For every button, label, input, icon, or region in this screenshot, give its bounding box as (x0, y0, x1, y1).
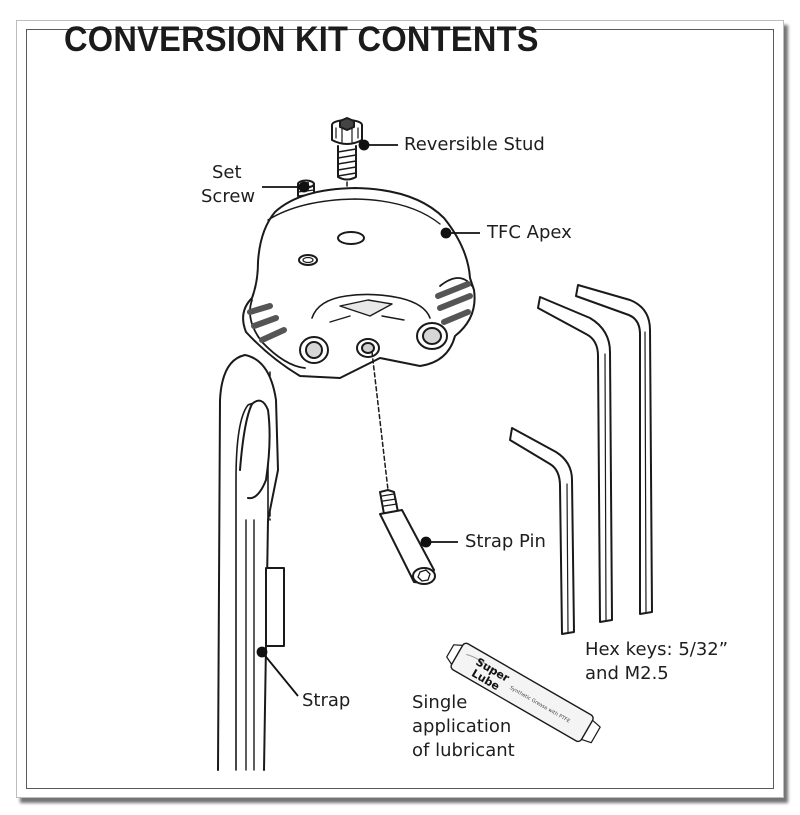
label-set-screw-line1: Set (212, 162, 242, 183)
label-reversible-stud: Reversible Stud (404, 134, 545, 155)
leader-strap (256, 646, 299, 697)
diagram-frame (26, 29, 774, 789)
label-strap: Strap (302, 690, 351, 711)
label-tfc-apex: TFC Apex (487, 222, 572, 243)
strap (217, 354, 285, 771)
diagram-card (16, 20, 784, 798)
label-hex-keys-line1: Hex keys: 5/32” (585, 639, 729, 660)
label-strap-pin: Strap Pin (465, 531, 546, 552)
diagram-title: CONVERSION KIT CONTENTS (64, 20, 539, 59)
strap-pin (379, 489, 436, 585)
leader-tfc-apex (440, 227, 480, 239)
hex-keys (509, 284, 653, 635)
label-lubricant-line1: Single (412, 692, 468, 713)
lubricant-packet (446, 642, 601, 744)
leader-set-screw (262, 181, 310, 193)
leader-strap-pin (420, 536, 458, 548)
tfc-apex (242, 187, 476, 379)
label-lubricant-line2: application (412, 716, 512, 737)
label-hex-keys-line2: and M2.5 (585, 663, 669, 684)
label-lubricant-line3: of lubricant (412, 740, 515, 761)
leader-reversible-stud (358, 139, 398, 151)
reversible-stud (331, 117, 363, 181)
label-set-screw-line2: Screw (201, 186, 256, 207)
